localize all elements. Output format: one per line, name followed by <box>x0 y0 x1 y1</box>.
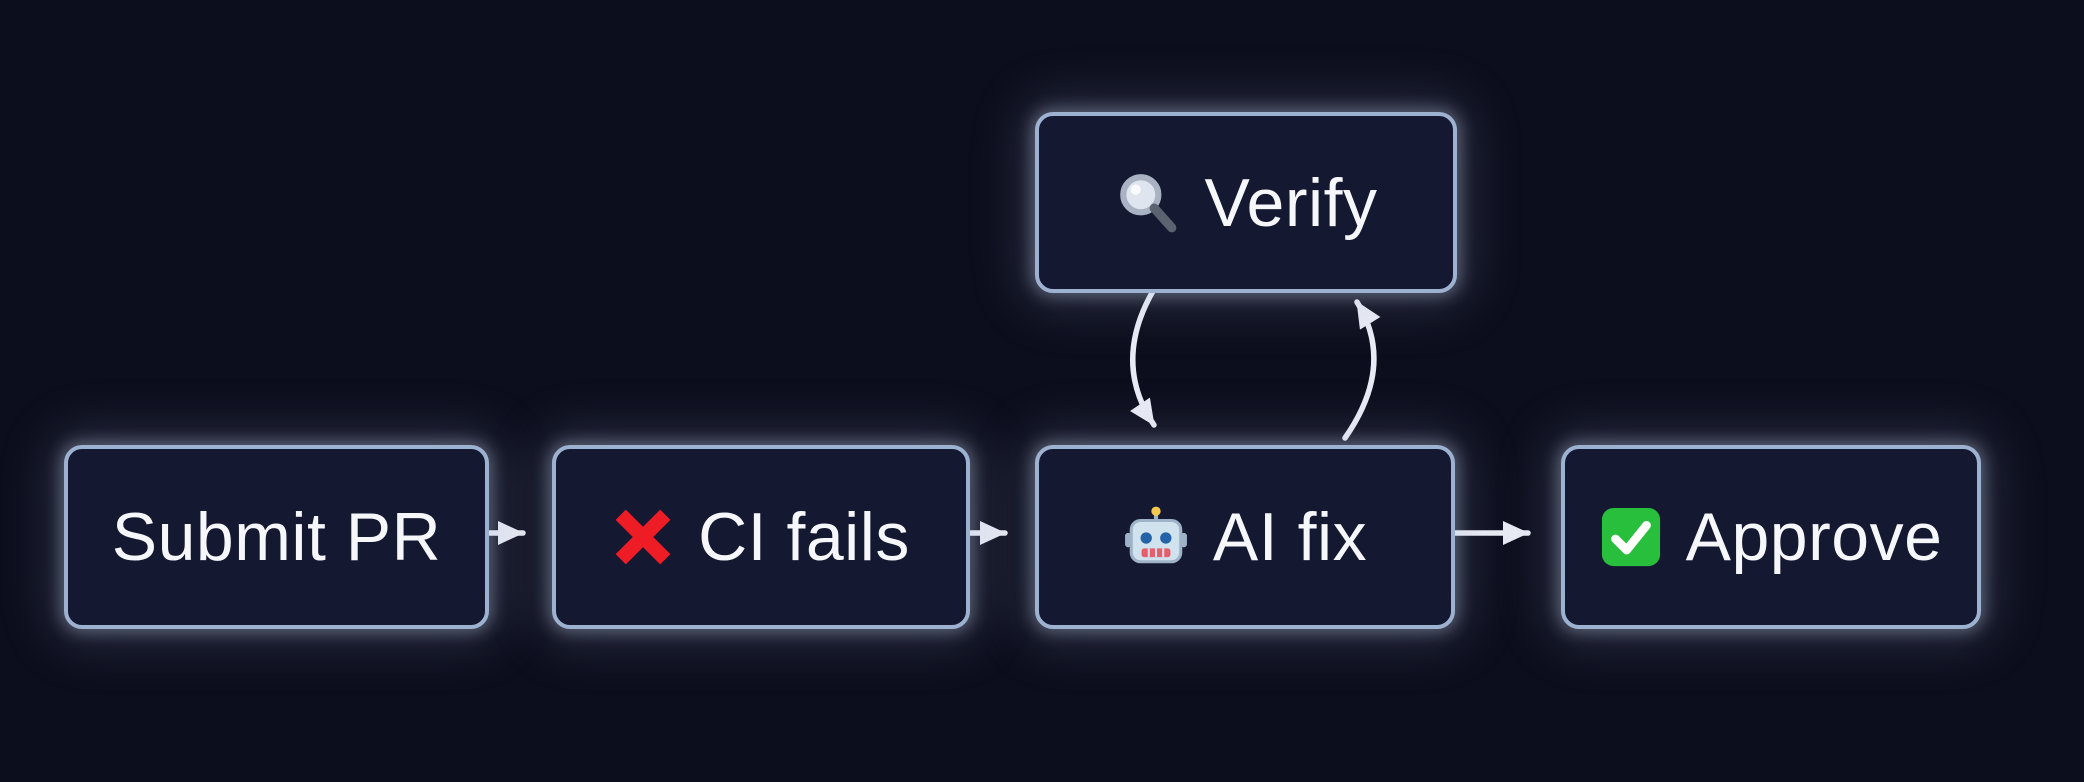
node-label: Submit PR <box>111 499 442 575</box>
green-check-icon <box>1600 506 1662 568</box>
node-ci-fails: CI fails <box>552 445 970 629</box>
node-verify: Verify <box>1035 112 1457 293</box>
node-submit-pr: Submit PR <box>64 445 489 629</box>
magnifier-icon <box>1114 170 1180 236</box>
node-label: AI fix <box>1212 499 1368 575</box>
node-approve: Approve <box>1561 445 1981 629</box>
edge-aifix-to-verify <box>1342 299 1381 441</box>
edge-verify-to-aifix <box>1130 288 1157 428</box>
node-ai-fix: AI fix <box>1035 445 1455 629</box>
node-label: CI fails <box>698 499 910 575</box>
red-cross-icon <box>612 506 674 568</box>
node-label: Approve <box>1685 499 1943 575</box>
robot-icon <box>1123 504 1189 570</box>
node-label: Verify <box>1204 164 1378 241</box>
